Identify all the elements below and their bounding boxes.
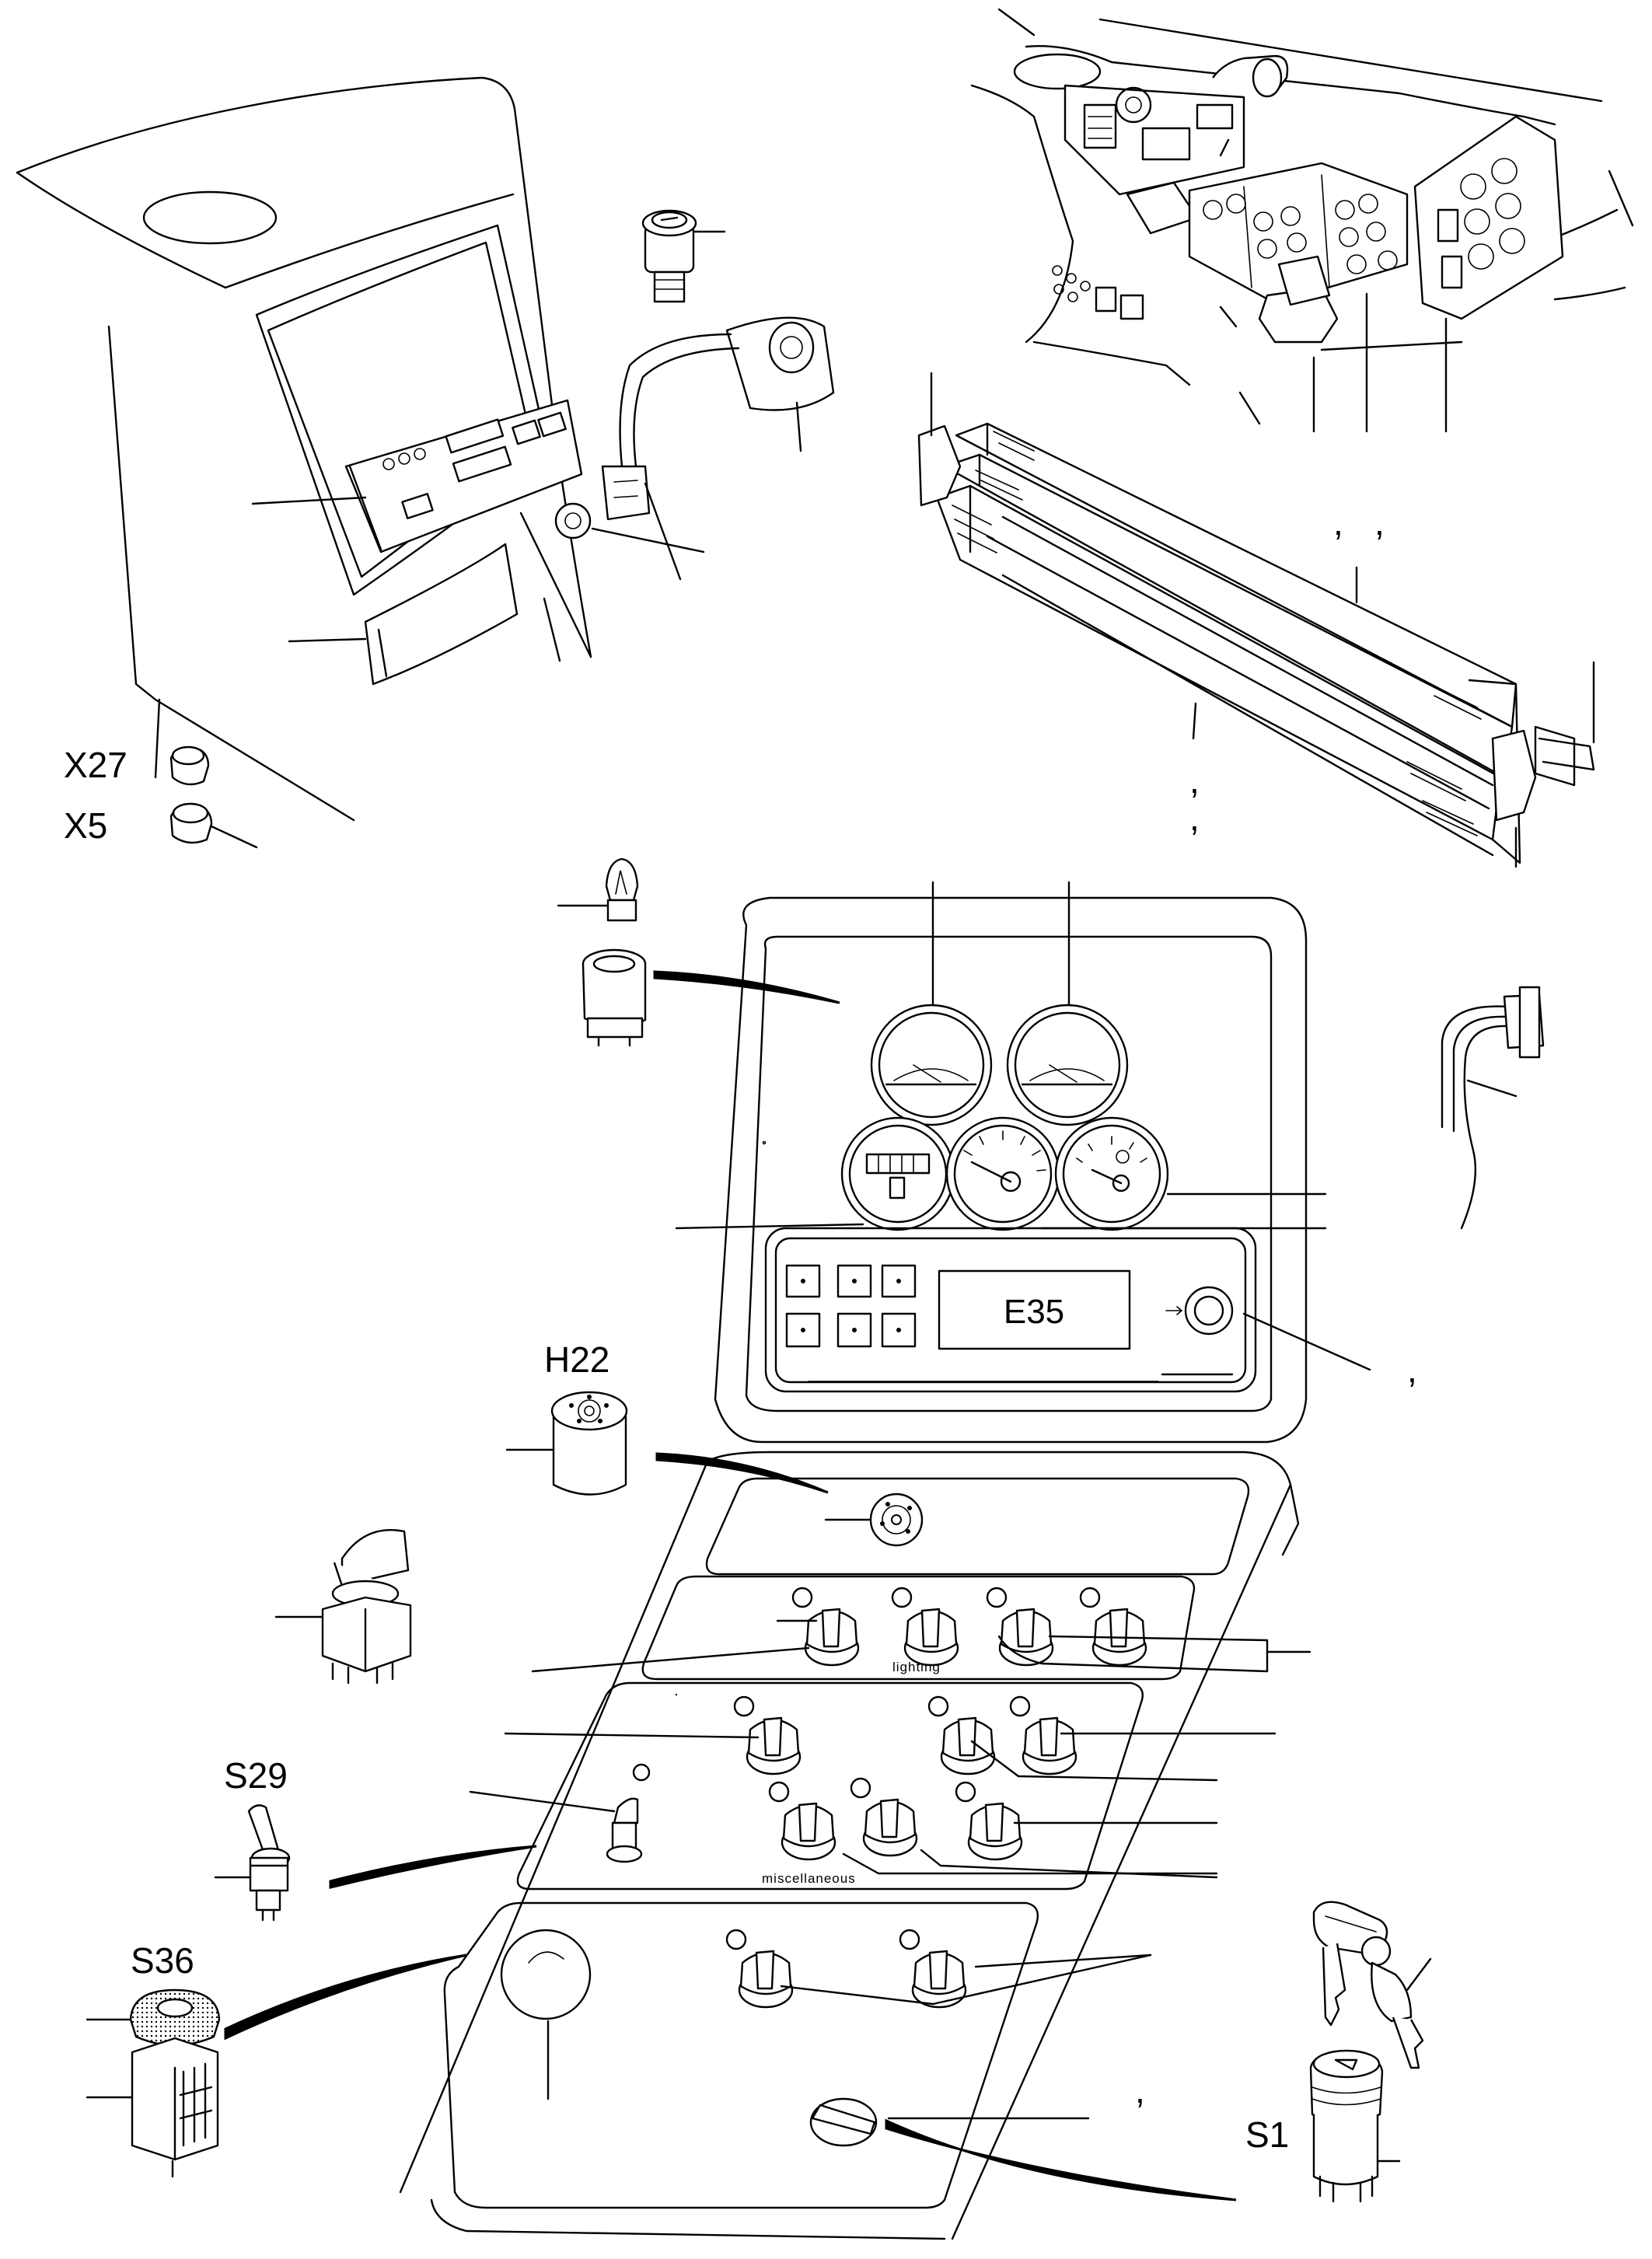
rotary-switch-knob[interactable] (733, 1695, 802, 1775)
cable-plug-icon (1441, 986, 1545, 1230)
toggle-switch-s29: S29 (214, 1755, 291, 1922)
panel-buzzer-h22 (869, 1493, 924, 1547)
radio-e35: E35 (764, 1227, 1371, 1393)
bulb-holder-icon (582, 948, 647, 1047)
radio-display-text: E35 (1004, 1293, 1064, 1331)
instrument-panel: E35 , (675, 881, 1417, 1444)
label-comma-3: , (1189, 760, 1200, 801)
label-x5: X5 (64, 805, 107, 846)
rotary-switch-knob[interactable] (850, 1777, 918, 1857)
label-comma-6: , (1135, 2070, 1145, 2111)
label-miscellaneous: miscellaneous (762, 1871, 856, 1886)
rotary-switch-knob[interactable] (955, 1781, 1023, 1861)
cigarette-lighter-icon (641, 209, 726, 303)
label-s1: S1 (1245, 2114, 1289, 2155)
panel-emergency-stop-opening (500, 1929, 592, 2020)
preset-buttons (785, 1264, 917, 1348)
rotary-switch-knob[interactable] (791, 1587, 860, 1667)
label-x27: X27 (64, 745, 127, 785)
label-s36: S36 (131, 1940, 194, 1981)
emergency-stop-s36: S36 (86, 1940, 221, 2178)
switch-panel: lighting miscellaneous (399, 1451, 1300, 2240)
gauge-top-right (1006, 1004, 1129, 1126)
radio-unit (344, 399, 583, 553)
spot-lamp-icon (601, 316, 835, 581)
rotary-switch-knob[interactable] (891, 1587, 959, 1667)
rotary-switch-knob[interactable] (725, 1929, 794, 2009)
rotary-switch-knob[interactable] (1009, 1695, 1077, 1775)
temperature-gauge (1054, 1116, 1169, 1231)
ignition-keys-icon (1312, 1901, 1432, 2069)
rotary-switch-knob[interactable] (1079, 1587, 1147, 1667)
radio-display (938, 1269, 1131, 1350)
panel-toggle-switch[interactable] (606, 1763, 651, 1863)
label-comma-2: , (1374, 502, 1385, 543)
rotary-switch-knob[interactable] (899, 1929, 967, 2009)
gauge-top-left (870, 1004, 993, 1126)
label-s29: S29 (224, 1755, 288, 1796)
connector-x27: X27 (64, 745, 210, 786)
indicator-bulb-icon (557, 857, 639, 922)
buzzer-h22: H22 (505, 1339, 628, 1496)
rotary-switch-knob[interactable] (986, 1587, 1054, 1667)
fuel-gauge (840, 1116, 955, 1231)
bulb-socket-icon (554, 502, 705, 553)
rotary-switch-knob[interactable] (927, 1695, 996, 1775)
rotary-switch-knob[interactable] (768, 1781, 836, 1861)
cab-view (970, 8, 1634, 433)
rotary-switch-icon (274, 1529, 412, 1685)
ignition-switch-s1: S1 (1245, 2049, 1401, 2203)
panel-ignition-slot (809, 2097, 878, 2147)
label-comma-1: , (1333, 502, 1343, 543)
rotary-switch-group (725, 1587, 1147, 2009)
din-rail-module (917, 372, 1595, 868)
tachometer (945, 1116, 1060, 1231)
label-comma-5: , (1407, 1349, 1417, 1390)
label-h22: H22 (544, 1339, 609, 1380)
connector-x5: X5 (64, 802, 258, 849)
console-housing (16, 76, 592, 822)
label-comma-4: , (1189, 798, 1200, 838)
